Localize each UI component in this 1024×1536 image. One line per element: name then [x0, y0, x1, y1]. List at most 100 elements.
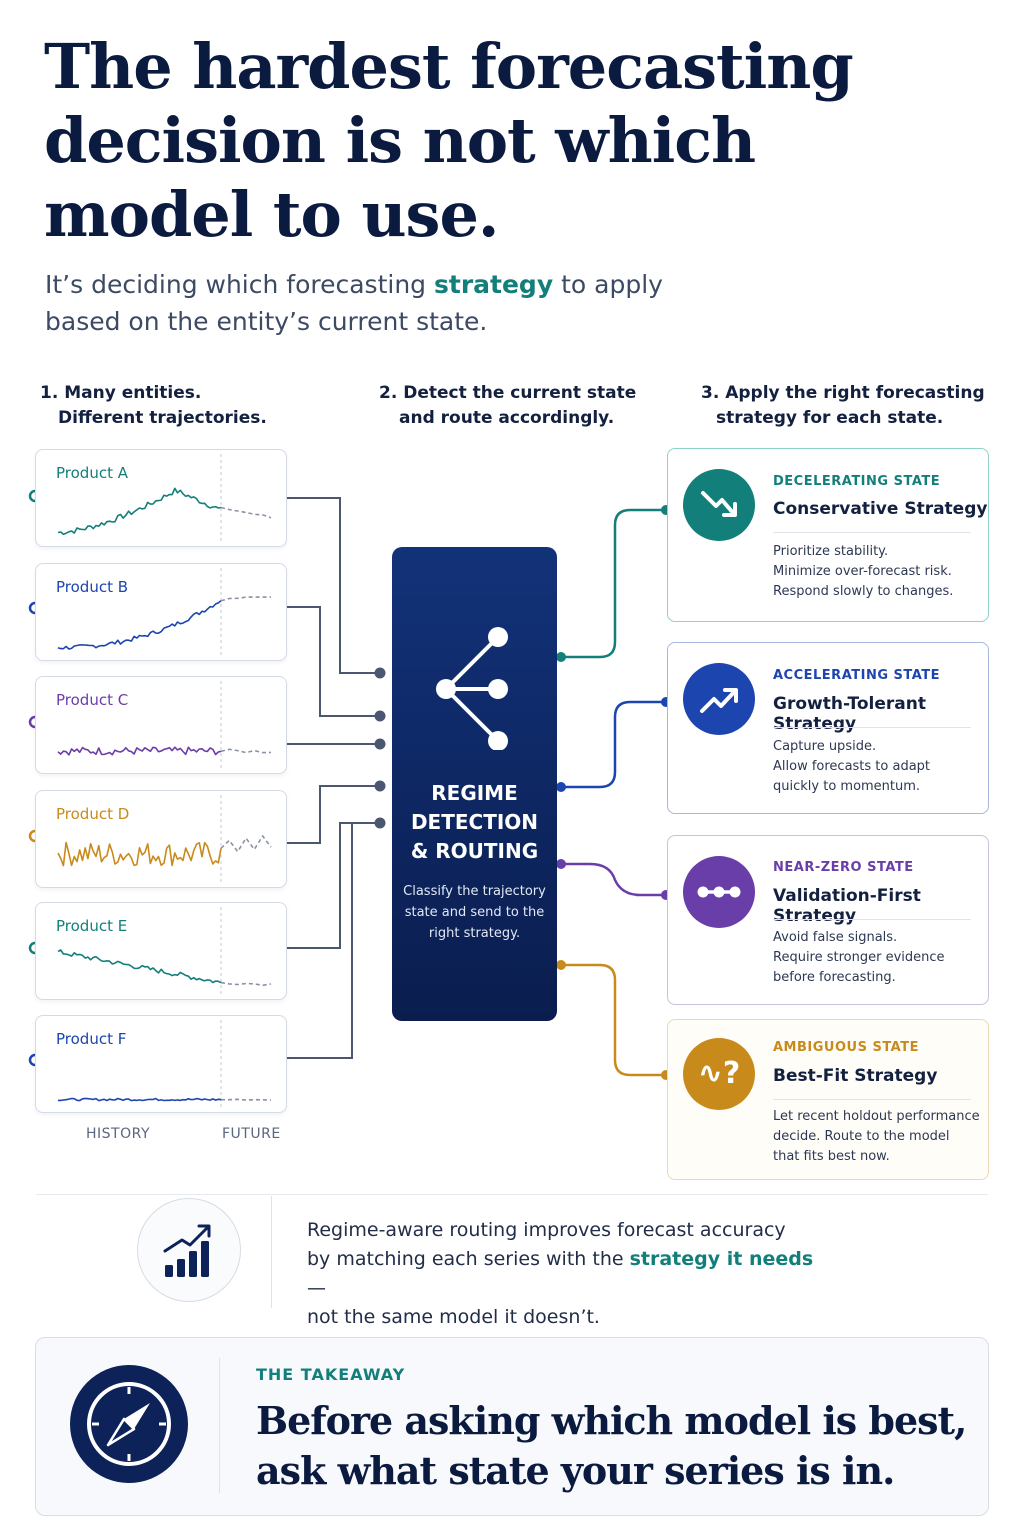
router-title-line-3: & ROUTING [410, 839, 539, 863]
takeaway-line-1: Before asking which model is best, [256, 1398, 967, 1443]
strategy-divider [773, 1099, 971, 1100]
strategy-kicker-ambiguous: AMBIGUOUS STATE [773, 1040, 919, 1055]
step-2-line-1: 2. Detect the current state [379, 383, 637, 403]
router-input-dot-5 [374, 817, 386, 829]
note-line-2-before: by matching each series with the [307, 1248, 630, 1270]
strategy-icon-circle-decelerating [683, 469, 755, 541]
sparkline-product-f [58, 1020, 272, 1108]
description-line: before forecasting. [773, 970, 896, 985]
router-output-dot-3 [556, 859, 566, 869]
takeaway-kicker: THE TAKEAWAY [256, 1365, 406, 1384]
step-3-line-1: 3. Apply the right forecasting [701, 383, 985, 403]
sparkline-product-c [57, 681, 272, 769]
wave-question-icon: ∿? [683, 1038, 755, 1110]
sparkline-product-b [57, 568, 271, 656]
description-line: Allow forecasts to adapt [773, 759, 931, 774]
note-line-3: not the same model it doesn’t. [307, 1306, 600, 1328]
product-b-label: Product B [56, 578, 129, 596]
step-2-heading: 2. Detect the current state and route ac… [379, 381, 636, 431]
strategy-card-ambiguous: ∿? AMBIGUOUS STATE Best-Fit Strategy Let… [667, 1019, 989, 1180]
product-d-label: Product D [56, 805, 130, 823]
strategy-description-accelerating: Capture upside. Allow forecasts to adapt… [773, 737, 978, 797]
product-card-b: Product B [35, 563, 287, 661]
strategy-divider [773, 727, 971, 728]
strategy-card-near-zero: NEAR-ZERO STATE Validation-First Strateg… [667, 835, 989, 1005]
forecast-series-line [220, 981, 272, 987]
connector-product-d [287, 785, 380, 844]
strategy-card-accelerating: ACCELERATING STATE Growth-Tolerant Strat… [667, 642, 989, 814]
description-line: that fits best now. [773, 1149, 890, 1164]
connector-product-a [287, 497, 380, 674]
step-1-heading: 1. Many entities. Different trajectories… [40, 381, 267, 431]
history-series-line [57, 487, 222, 535]
connector-near-zero [561, 862, 666, 897]
sparkline-product-e [57, 907, 272, 995]
router-output-dot-1 [556, 652, 566, 662]
subtitle-highlight: strategy [434, 270, 554, 299]
strategy-name-growth-tolerant: Growth-Tolerant Strategy [773, 694, 926, 734]
router-title-line-1: REGIME [431, 781, 518, 805]
step-1-line-2: Different trajectories. [58, 408, 267, 428]
history-series-line [57, 600, 222, 650]
compass-icon-badge [70, 1365, 188, 1483]
compass-icon [87, 1382, 171, 1466]
description-line: decide. Route to the model [773, 1129, 950, 1144]
strategy-kicker-decelerating: DECELERATING STATE [773, 474, 941, 489]
forecast-series-line [220, 834, 272, 854]
description-line: Avoid false signals. [773, 930, 898, 945]
product-card-e: Product E [35, 902, 287, 1000]
strategy-card-decelerating: DECELERATING STATE Conservative Strategy… [667, 448, 989, 622]
subtitle-text-before: It’s deciding which forecasting [45, 270, 434, 299]
router-title-line-2: DETECTION [410, 810, 539, 834]
router-input-dot-1 [374, 667, 386, 679]
history-axis-label: HISTORY [86, 1126, 150, 1142]
product-a-label: Product A [56, 464, 128, 482]
description-line: Respond slowly to changes. [773, 584, 954, 599]
strategy-name-conservative: Conservative Strategy [773, 499, 988, 519]
description-line: quickly to momentum. [773, 779, 921, 794]
connector-product-f [287, 823, 353, 1059]
note-line-2-after: — [307, 1277, 326, 1299]
strategy-divider [773, 919, 971, 920]
subtitle-text-after: to apply based on the entity’s current s… [45, 270, 663, 336]
step-3-heading: 3. Apply the right forecasting strategy … [701, 381, 985, 431]
sparkline-product-d [57, 795, 272, 883]
section-divider [36, 1194, 988, 1195]
connector-accelerating [561, 700, 666, 789]
description-line: Let recent holdout performance [773, 1109, 980, 1124]
note-highlight: strategy it needs [629, 1248, 814, 1270]
history-series-line [58, 1097, 222, 1102]
router-output-dot-2 [556, 782, 566, 792]
connector-product-b [287, 606, 380, 717]
takeaway-line-2: ask what state your series is in. [256, 1448, 895, 1493]
description-line: Require stronger evidence [773, 950, 945, 965]
takeaway-statement: Before asking which model is best, ask w… [256, 1396, 976, 1496]
router-input-dot-4 [374, 780, 386, 792]
note-icon-badge [137, 1198, 241, 1302]
product-card-f: Product F [35, 1015, 287, 1113]
strategy-description-near-zero: Avoid false signals. Require stronger ev… [773, 928, 978, 988]
strategy-kicker-near-zero: NEAR-ZERO STATE [773, 860, 914, 875]
history-series-line [57, 746, 222, 756]
note-divider [271, 1196, 272, 1308]
router-description: Classify the trajectory state and send t… [403, 884, 546, 941]
router-input-dot-2 [374, 710, 386, 722]
router-title: REGIME DETECTION & ROUTING [392, 779, 557, 866]
forecast-series-line [220, 748, 272, 754]
history-series-line [57, 949, 222, 984]
trend-down-icon [701, 491, 737, 517]
trend-up-icon [700, 688, 738, 713]
product-card-d: Product D [35, 790, 287, 888]
product-c-label: Product C [56, 691, 129, 709]
note-line-2: by matching each series with the strateg… [307, 1245, 827, 1303]
strategy-kicker-accelerating: ACCELERATING STATE [773, 668, 941, 683]
takeaway-panel: THE TAKEAWAY Before asking which model i… [35, 1337, 989, 1516]
step-3-line-2: strategy for each state. [716, 408, 944, 428]
forecast-series-line [220, 506, 272, 519]
note-line-1: Regime-aware routing improves forecast a… [307, 1219, 786, 1241]
product-card-c: Product C [35, 676, 287, 774]
product-e-label: Product E [56, 917, 128, 935]
router-output-dot-4 [556, 960, 566, 970]
strategy-name-best-fit: Best-Fit Strategy [773, 1066, 938, 1086]
strategy-divider [773, 532, 971, 533]
